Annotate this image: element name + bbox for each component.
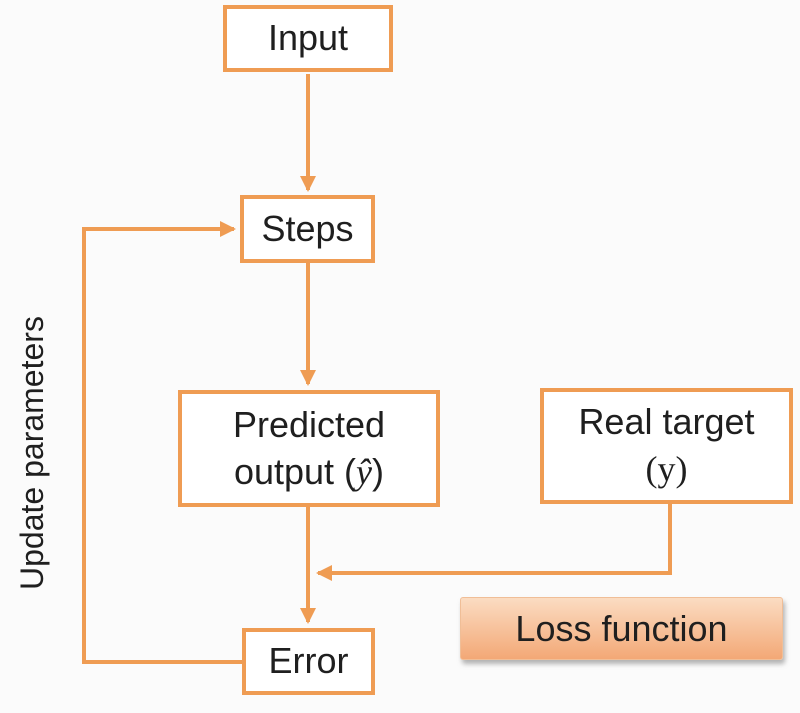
y-symbol: (y): [645, 449, 688, 489]
arrow-real-target-to-junction: [316, 504, 672, 581]
node-predicted-output-line2: output (ŷ): [233, 450, 385, 492]
node-error-label: Error: [268, 640, 349, 682]
node-loss-function-label: Loss function: [515, 607, 728, 649]
node-predicted-output: Predicted output (ŷ): [178, 390, 440, 507]
node-real-target: Real target (y): [540, 388, 793, 504]
node-predicted-output-line1: Predicted: [232, 403, 386, 445]
node-loss-function: Loss function: [460, 597, 783, 660]
node-steps: Steps: [240, 195, 375, 263]
node-input: Input: [223, 5, 393, 72]
y-hat-symbol: ŷ: [356, 451, 373, 492]
feedback-edge-label: Update parameters: [13, 316, 50, 590]
node-steps-label: Steps: [261, 207, 354, 249]
node-input-label: Input: [267, 17, 349, 59]
arrow-feedback-error-to-steps: [82, 221, 242, 664]
node-real-target-line1: Real target: [578, 401, 755, 443]
node-error: Error: [242, 628, 375, 695]
